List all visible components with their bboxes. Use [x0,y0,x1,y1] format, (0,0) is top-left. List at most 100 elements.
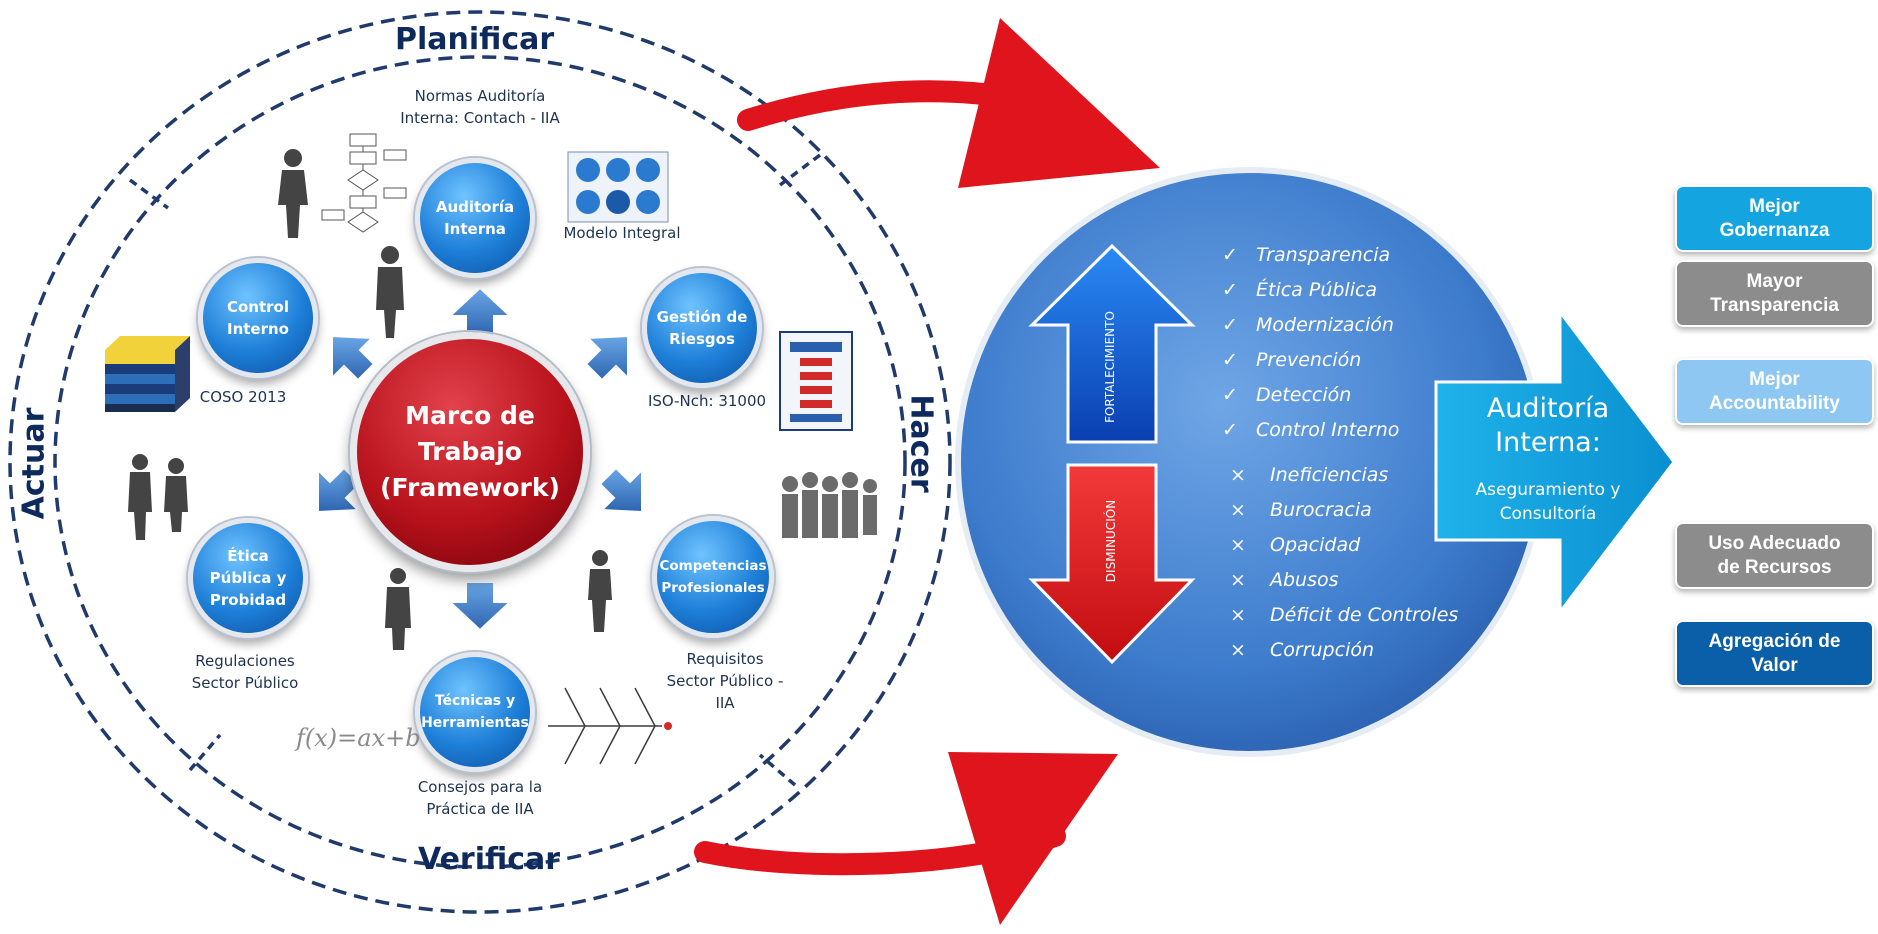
caption-line: Consejos para la [417,778,543,796]
outcome-line: Agregación de [1708,630,1841,652]
strengthen-item-label: Transparencia [1256,244,1391,266]
audit-subtitle: Aseguramiento y Consultoría [1466,478,1630,526]
framework-line1: Marco de [405,401,535,430]
outcome-line: Valor [1751,654,1798,676]
audit-title-line: Auditoría [1486,393,1610,424]
strengthen-item-label: Ética Pública [1256,279,1378,301]
strengthen-item-label: Detección [1256,384,1352,406]
caption-consejos: Consejos para la Práctica de IIA [400,776,560,820]
cross-icon: × [1230,499,1246,521]
cycle-label-planificar: Planificar [395,22,555,57]
caption-line: Requisitos [686,650,764,668]
reduce-item-label: Déficit de Controles [1270,604,1459,626]
framework-core: Marco de Trabajo (Framework) [350,332,590,572]
audit-arrow [1434,307,1676,617]
outcome-line: Mejor [1749,368,1800,390]
cross-icon: × [1230,534,1246,556]
node-line: Probidad [209,591,287,609]
caption-line: IIA [715,694,735,712]
flowchart-image [321,133,407,233]
node-line: Riesgos [669,330,735,348]
modelo-integral-image [567,151,669,223]
red-arrow-bottom [694,752,1118,925]
outcome-line: Transparencia [1710,294,1839,316]
audit-sub-line: Consultoría [1499,504,1597,524]
reduce-item: × Corrupción [1230,639,1374,661]
cross-icon: × [1230,464,1246,486]
reduce-label: DISMINUCIÓN [1104,499,1118,583]
strengthen-item: ✓Control Interno [1222,419,1399,441]
cycle-label-verificar: Verificar [418,842,561,877]
strengthen-item: ✓Prevención [1222,349,1361,371]
node-line: Interno [226,320,289,338]
reduce-item-label: Corrupción [1270,639,1375,661]
outcome-line: Mayor [1746,270,1803,292]
strengthen-item: ✓Modernización [1222,314,1394,336]
caption-line: Sector Público - [666,672,784,690]
fishbone-image [548,687,672,765]
caption-line: Regulaciones [195,652,295,670]
caption-regulaciones: Regulaciones Sector Público [170,650,320,694]
node-line: Profesionales [661,580,765,596]
red-arrow-top [737,18,1160,188]
node-line: Herramientas [421,715,529,731]
node-line: Competencias [659,558,767,574]
strengthen-item: ✓ Transparencia [1222,244,1390,266]
caption-line: Sector Público [191,674,299,692]
check-icon: ✓ [1222,244,1238,266]
outcome-line: Mejor [1749,195,1800,217]
reduce-item: × Burocracia [1230,499,1372,521]
reduce-item: × Opacidad [1230,534,1360,556]
check-icon: ✓ [1222,279,1238,301]
iso-diagram-image [779,331,853,431]
node-line: Control [226,298,289,316]
check-icon: ✓ [1222,314,1238,336]
framework-line3: (Framework) [380,473,560,502]
caption-coso: COSO 2013 [199,388,287,406]
outcome-line: Accountability [1709,392,1840,414]
reduce-arrow [1028,463,1196,665]
outcome-line: Gobernanza [1719,219,1830,241]
strengthen-item: ✓ Detección [1222,384,1351,406]
strengthen-label: FORTALECIMIENTO [1103,311,1117,423]
reduce-item-label: Burocracia [1270,499,1372,521]
reduce-item: × Ineficiencias [1230,464,1388,486]
reduce-item: ×Abusos [1230,569,1339,591]
node-gestion-riesgos: Gestión de Riesgos [642,268,762,388]
caption-modelo-integral: Modelo Integral [563,224,681,242]
node-line: Pública y [209,569,287,587]
caption-iso: ISO-Nch: 31000 [647,392,767,410]
caption-line: Práctica de IIA [426,800,534,818]
node-line: Técnicas y [434,693,516,709]
cross-icon: × [1230,604,1246,626]
strengthen-item-label: Prevención [1256,349,1362,371]
people-silhouettes [128,149,877,650]
outcome-line: Uso Adecuado [1708,532,1841,554]
formula-image: f(x)=ax+b [296,724,421,752]
caption-line: Normas Auditoría [414,87,546,105]
reduce-item-label: Ineficiencias [1270,464,1389,486]
reduce-item-label: Abusos [1270,569,1339,591]
reduce-item: × Déficit de Controles [1230,604,1458,626]
audit-title-line: Interna: [1495,427,1601,458]
cycle-rings [8,10,952,914]
check-icon: ✓ [1222,384,1238,406]
node-line: Gestión de [656,308,748,326]
audit-title: Auditoría Interna: [1468,392,1628,460]
strengthen-arrow [1028,243,1196,444]
node-tecnicas: Técnicas y Herramientas [415,652,535,772]
check-icon: ✓ [1222,419,1238,441]
framework-line2: Trabajo [417,437,522,466]
caption-normas: Normas Auditoría Interna: Contach - IIA [380,85,580,129]
cross-icon: × [1230,639,1246,661]
node-line: Auditoría [435,198,515,216]
reduce-item-label: Opacidad [1270,534,1361,556]
